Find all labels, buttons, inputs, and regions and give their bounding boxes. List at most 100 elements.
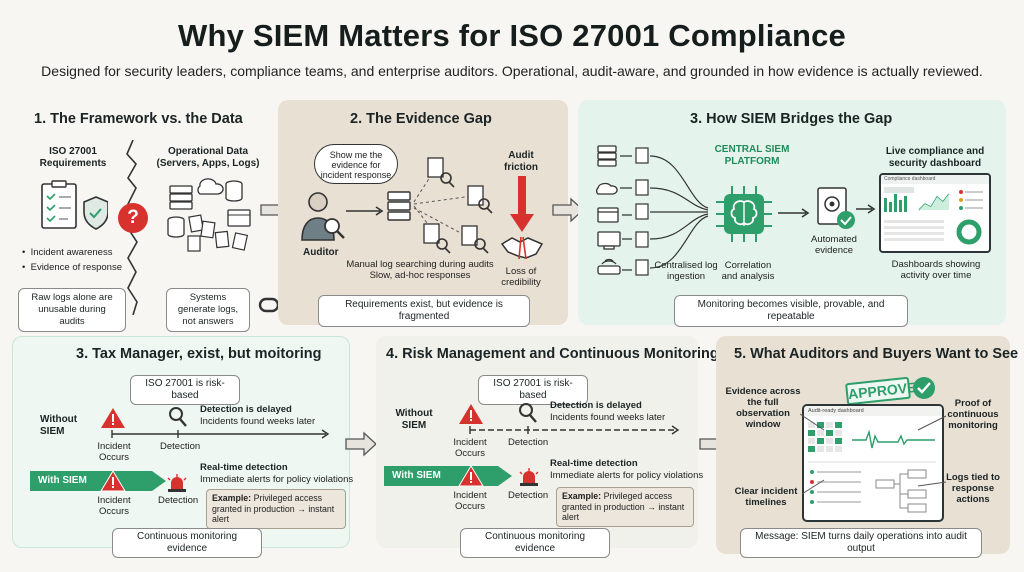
server-stack-icon	[387, 191, 411, 221]
found-weeks-later: Incidents found weeks later	[200, 416, 316, 427]
slow-response-line: Slow, ad-hoc responses	[369, 270, 471, 281]
note-continuous-evidence: Continuous monitoring evidence	[460, 528, 610, 558]
incident-occurs-label: Incident Occurs	[453, 437, 487, 459]
bullet-text: Evidence of response	[30, 262, 122, 273]
automated-evidence-icon	[817, 187, 855, 229]
note-raw-logs: Raw logs alone are unusable during audit…	[18, 288, 126, 332]
servers-documents-icon	[167, 178, 251, 252]
incident-occurs-label-2: Incident Occurs	[453, 490, 487, 512]
manual-search-line: Manual log searching during audits	[346, 259, 494, 270]
panel-evidence-gap-title: 2. The Evidence Gap	[350, 111, 492, 127]
realtime-detection: Real-time detection	[200, 462, 288, 473]
bullet-evidence-response: • Evidence of response	[22, 262, 122, 273]
without-siem-text: Without SIEM	[40, 414, 78, 437]
audit-monitor: Audit-ready dashboard	[802, 404, 944, 522]
automated-evidence-label: Automated evidence	[811, 234, 857, 256]
arrow-right-icon	[552, 197, 584, 223]
warning-icon	[100, 470, 126, 492]
manual-search-text: Manual log searching during audits Slow,…	[340, 259, 500, 281]
note-systems-logs: Systems generate logs, not answers	[166, 288, 250, 332]
message-box: Message: SIEM turns daily operations int…	[740, 528, 982, 558]
handshake-icon	[500, 236, 544, 260]
found-weeks-later: Incidents found weeks later	[550, 412, 666, 423]
operational-data-label: Operational Data (Servers, Apps, Logs)	[156, 146, 260, 169]
incident-timelines-label: Clear incident timelines	[734, 486, 798, 508]
example-box: Example: Privileged access granted in pr…	[206, 489, 346, 529]
evidence-window-label: Evidence across the full observation win…	[725, 386, 801, 430]
note-monitoring-visible: Monitoring becomes visible, provable, an…	[674, 295, 908, 327]
search-icon	[519, 403, 537, 423]
page-subtitle: Designed for security leaders, complianc…	[41, 63, 983, 79]
scattered-docs-icon	[413, 157, 493, 254]
callout-lines	[799, 413, 947, 495]
sources-icons	[596, 145, 709, 276]
audit-friction-label: Audit friction	[504, 150, 538, 173]
checklist-shield-icon	[41, 180, 108, 230]
detect-delayed: Detection is delayed	[550, 400, 642, 411]
panel-risk-management-title: 4. Risk Management and Continuous Monito…	[386, 346, 719, 362]
realtime-detection: Real-time detection	[550, 458, 638, 469]
page-title: Why SIEM Matters for ISO 27001 Complianc…	[178, 18, 846, 53]
without-siem-label: Without SIEM	[40, 414, 84, 438]
speech-bubble: Show me the evidence for incident respon…	[314, 144, 398, 184]
example-label: Example:	[212, 493, 252, 503]
detection-label-2: Detection	[508, 490, 549, 501]
without-siem-text: Without SIEM	[395, 408, 433, 431]
dashboards-desc: Dashboards showing activity over time	[891, 259, 981, 281]
timeline-arrow-icon	[469, 425, 680, 435]
bullet-incident-awareness: • Incident awareness	[22, 247, 113, 258]
panel-auditors-want-title: 5. What Auditors and Buyers Want to See	[734, 346, 1019, 362]
down-arrow-red-icon	[510, 176, 534, 232]
panel-siem-bridges-title: 3. How SIEM Bridges the Gap	[690, 111, 893, 127]
note-evidence-fragmented: Requirements exist, but evidence is frag…	[318, 295, 530, 327]
warning-icon	[101, 408, 125, 428]
example-text: Privileged access granted in production …	[212, 493, 335, 524]
live-dashboard-label: Live compliance and security dashboard	[885, 146, 985, 169]
immediate-alerts: Immediate alerts for policy violations	[200, 474, 354, 485]
dashboard-monitor: Compliance dashboard	[879, 173, 991, 253]
audit-dashboard-content	[808, 422, 936, 513]
note-continuous-evidence: Continuous monitoring evidence	[112, 528, 262, 558]
arrow-right-icon	[345, 431, 377, 457]
example-text: Privileged access granted in production …	[562, 491, 685, 522]
example-box: Example: Privileged access granted in pr…	[556, 487, 694, 527]
incident-occurs-label-2: Incident Occurs	[97, 495, 131, 517]
iso-requirements-label: ISO 27001 Requirements	[39, 146, 107, 169]
with-siem-banner: With SIEM	[30, 471, 168, 491]
incident-occurs-label: Incident Occurs	[97, 441, 131, 463]
with-siem-text: With SIEM	[392, 470, 441, 481]
proof-monitoring-label: Proof of continuous monitoring	[947, 398, 999, 431]
timeline-arrow-icon	[111, 429, 330, 439]
brain-chip-icon	[716, 186, 772, 242]
bullet-text: Incident awareness	[30, 247, 113, 258]
arrow-small-icon	[856, 204, 876, 214]
warning-icon	[458, 465, 484, 487]
central-siem-label: CENTRAL SIEM PLATFORM	[714, 144, 790, 167]
audit-dashboard-header: Audit-ready dashboard	[804, 406, 942, 416]
loss-credibility-label: Loss of credibility	[501, 266, 541, 288]
immediate-alerts: Immediate alerts for policy violations	[550, 470, 704, 481]
without-siem-label: Without SIEM	[390, 408, 438, 432]
auditor-icon	[301, 192, 345, 241]
dashboard-header: Compliance dashboard	[881, 175, 989, 184]
detect-delayed: Detection is delayed	[200, 404, 292, 415]
iso-risk-based-pill: ISO 27001 is risk-based	[478, 375, 588, 405]
panel-tax-manager-title: 3. Tax Manager, exist, but moitoring	[76, 346, 322, 362]
iso-risk-based-pill: ISO 27001 is risk-based	[130, 375, 240, 405]
ingest-label: Centralised log ingestion	[654, 260, 718, 282]
detection-label: Detection	[508, 437, 549, 448]
detection-label-2: Detection	[158, 495, 199, 506]
example-label: Example:	[562, 491, 602, 501]
check-circle-icon	[913, 377, 935, 399]
alarm-siren-icon	[519, 468, 539, 486]
with-siem-text: With SIEM	[38, 475, 87, 486]
correlation-label: Correlation and analysis	[721, 260, 775, 282]
panel-framework-title: 1. The Framework vs. the Data	[34, 111, 243, 127]
logs-tied-label: Logs tied to response actions	[946, 472, 1000, 505]
question-icon: ?	[118, 203, 148, 233]
auditor-label: Auditor	[303, 247, 339, 258]
warning-icon	[459, 404, 483, 424]
with-siem-banner: With SIEM	[384, 466, 514, 486]
speech-bubble-text: Show me the evidence for incident respon…	[320, 150, 392, 180]
arrow-small-icon	[346, 206, 384, 216]
